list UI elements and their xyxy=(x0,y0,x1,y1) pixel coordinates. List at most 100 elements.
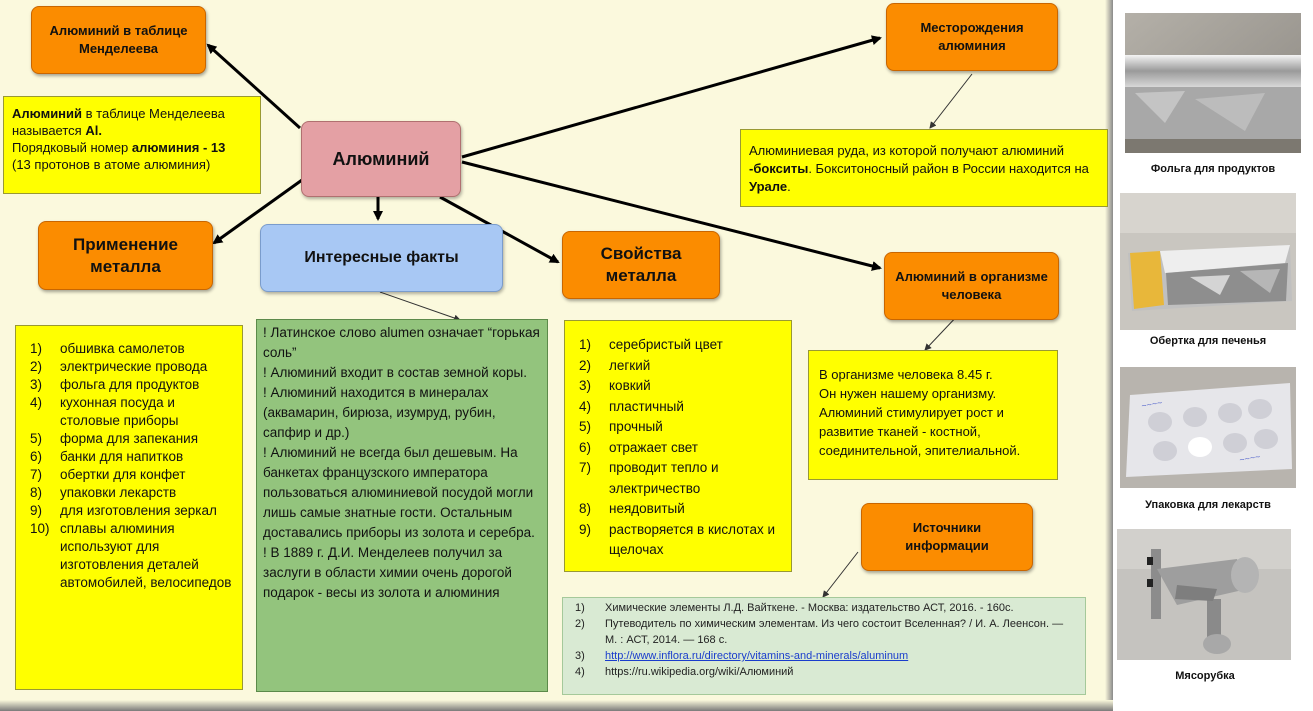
deposits-text-2: . Бокситоносный район в России находится… xyxy=(808,161,1089,176)
facts-list: ! Латинское слово alumen означает “горьк… xyxy=(263,323,541,603)
svg-text:~~~~: ~~~~ xyxy=(1141,397,1163,411)
list-item-number: 3) xyxy=(30,377,43,392)
list-item-text: неядовитый xyxy=(609,501,685,516)
application-list-item: 10) сплавы алюминия используют для изгото… xyxy=(30,520,234,592)
board-shadow-right xyxy=(1105,0,1113,711)
source-text: https://ru.wikipedia.org/wiki/Алюминий xyxy=(605,666,794,678)
node-properties[interactable]: Свойства металла xyxy=(562,231,720,299)
source-number: 2) xyxy=(575,618,585,630)
caption-blister: Упаковка для лекарств xyxy=(1145,499,1271,511)
node-sources-label: Источники информации xyxy=(905,520,989,553)
arrow-to-application xyxy=(212,178,303,245)
list-item-number: 4) xyxy=(30,395,43,410)
mendeleev-word-al: Al. xyxy=(85,123,102,138)
list-item-text: упаковки лекарств xyxy=(60,485,177,500)
properties-list-item: 5) прочный xyxy=(579,417,783,438)
list-item-text: электрические провода xyxy=(60,359,208,374)
node-deposits[interactable]: Месторождения алюминия xyxy=(886,3,1058,71)
source-text: Путеводитель по химическим элементам. Из… xyxy=(605,618,1064,646)
source-number: 3) xyxy=(575,650,585,662)
source-item: 2) Путеводитель по химическим элементам. … xyxy=(569,616,1077,648)
list-item-number: 9) xyxy=(30,503,43,518)
list-item-number: 2) xyxy=(30,359,43,374)
list-item-number: 6) xyxy=(30,449,43,464)
list-item-number: 8) xyxy=(30,485,43,500)
list-item-number: 6) xyxy=(579,439,592,455)
source-number: 4) xyxy=(575,666,585,678)
list-item-text: растворяется в кислотах и щелочах xyxy=(609,521,775,558)
properties-list-item: 6)отражает свет xyxy=(579,438,783,459)
deposits-info: Алюминиевая руда, из которой получают ал… xyxy=(740,129,1108,207)
list-item-text: кухонная посуда и столовые приборы xyxy=(60,395,179,428)
node-application-label: Применение металла xyxy=(73,234,178,276)
source-number: 1) xyxy=(575,602,585,614)
in-body-line: Алюминий стимулирует рост и развитие тка… xyxy=(819,405,1021,458)
pointer-deposits-info xyxy=(929,73,973,129)
list-item-number: 10) xyxy=(30,521,50,536)
deposits-word-bauxite: -бокситы xyxy=(749,161,809,176)
list-item-text: для изготовления зеркал xyxy=(60,503,217,518)
list-item-text: легкий xyxy=(609,357,651,373)
caption-grinder: Мясорубка xyxy=(1175,670,1235,682)
list-item-text: фольга для продуктов xyxy=(60,377,200,392)
mendeleev-text-1: в таблице Менделеева называется xyxy=(12,106,225,138)
properties-list-item: 3)ковкий xyxy=(579,376,783,397)
mendeleev-word-aluminum: Алюминий xyxy=(12,106,83,121)
list-item-number: 4) xyxy=(579,398,592,414)
sources-list-box: 1)Химические элементы Л.Д. Вайткене. - М… xyxy=(562,597,1086,695)
board-shadow-bottom xyxy=(0,700,1113,711)
list-item-text: форма для запекания xyxy=(60,431,199,446)
arrow-to-mendeleev xyxy=(206,43,302,130)
mendeleev-text-3: (13 протонов в атоме алюминия) xyxy=(12,157,211,172)
deposits-text-3: . xyxy=(787,179,791,194)
fact-item: ! Латинское слово alumen означает “горьк… xyxy=(263,325,540,360)
list-item-number: 5) xyxy=(579,419,592,434)
properties-list-item: 9) растворяется в кислотах и щелочах xyxy=(579,520,783,561)
application-list-item: 8) упаковки лекарств xyxy=(30,484,234,502)
caption-foil: Фольга для продуктов xyxy=(1150,163,1276,175)
arrow-to-in-body xyxy=(461,160,882,271)
fact-item: ! В 1889 г. Д.И. Менделеев получил за за… xyxy=(263,545,512,600)
arrow-to-deposits xyxy=(461,35,882,159)
list-item-number: 7) xyxy=(30,467,43,482)
node-properties-label: Свойства металла xyxy=(600,244,682,285)
list-item-text: пластичный xyxy=(609,398,684,414)
source-link[interactable]: http://www.inflora.ru/directory/vitamins… xyxy=(605,650,909,662)
application-list-item: 1)обшивка самолетов xyxy=(30,340,234,358)
pointer-facts-info xyxy=(379,291,461,322)
center-label: Алюминий xyxy=(332,148,430,169)
list-item-text: прочный xyxy=(609,419,663,434)
node-application[interactable]: Применение металла xyxy=(38,221,213,290)
blister-pack-photo: ~~~~ ~~~~ xyxy=(1120,367,1296,488)
list-item-number: 1) xyxy=(30,341,43,356)
in-body-line: Он нужен нашему организму. xyxy=(819,386,997,401)
application-list-item: 2) электрические провода xyxy=(30,358,234,376)
mendeleev-word-number: алюминия - 13 xyxy=(131,140,226,155)
center-node[interactable]: Алюминий xyxy=(301,121,461,197)
meat-grinder-photo xyxy=(1117,529,1291,660)
list-item-number: 9) xyxy=(579,521,592,537)
foil-roll-photo xyxy=(1125,13,1301,153)
properties-list-item: 8)неядовитый xyxy=(579,499,783,520)
application-list-item: 3) фольга для продуктов xyxy=(30,376,234,394)
node-mendeleev-label: Алюминий в таблице Менделеева xyxy=(49,23,188,56)
node-sources[interactable]: Источники информации xyxy=(861,503,1033,571)
list-item-number: 5) xyxy=(30,431,43,446)
node-in-body[interactable]: Алюминий в организме человека xyxy=(884,252,1059,320)
in-body-text: В организме человека 8.45 г.Он нужен наш… xyxy=(819,365,1049,460)
node-facts[interactable]: Интересные факты xyxy=(260,224,503,292)
cookie-wrapper-photo xyxy=(1120,193,1296,330)
list-item-text: сплавы алюминия используют для изготовле… xyxy=(60,521,232,590)
mendeleev-text-2: Порядковый номер xyxy=(12,140,132,155)
deposits-word-ural: Урале xyxy=(749,179,788,194)
node-mendeleev-table[interactable]: Алюминий в таблице Менделеева xyxy=(31,6,206,74)
fact-item: ! Алюминий находится в минералах (аквама… xyxy=(263,385,496,440)
node-deposits-label: Месторождения алюминия xyxy=(920,20,1024,53)
list-item-number: 7) xyxy=(579,460,592,475)
caption-cookie: Обертка для печенья xyxy=(1149,335,1267,347)
